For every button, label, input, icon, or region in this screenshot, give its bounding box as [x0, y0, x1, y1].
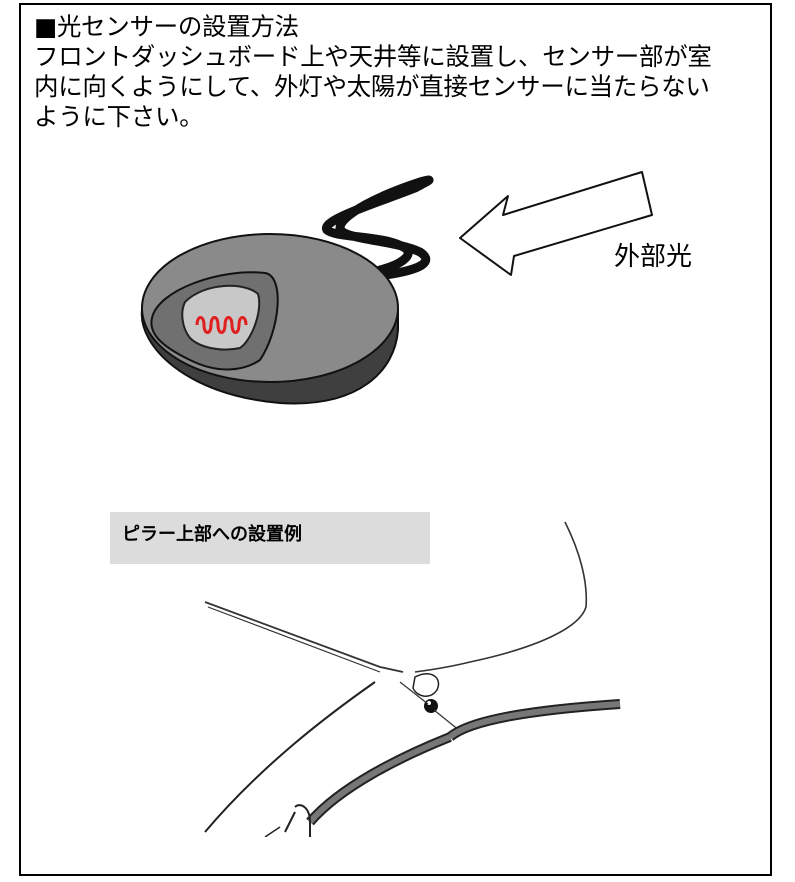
sensor-window [181, 284, 261, 351]
pillar-illustration [204, 521, 621, 837]
sensor-mount [412, 673, 440, 697]
example-caption: ピラー上部への設置例 [122, 524, 302, 545]
section-heading: ■光センサーの設置方法 [34, 12, 299, 41]
windshield-edge [414, 521, 588, 673]
light-sensor-illustration [140, 171, 653, 405]
example-caption-box [110, 512, 430, 564]
sensor-cable [322, 175, 434, 280]
external-light-arrow-icon [459, 171, 653, 276]
roof-edge [204, 601, 404, 673]
a-pillar [204, 681, 376, 833]
windshield-seal [446, 699, 621, 742]
installation-instructions: ■光センサーの設置方法 フロントダッシュボード上や天井等に設置し、センサー部が室… [34, 12, 769, 132]
external-light-label: 外部光 [614, 242, 693, 272]
sensor-element-icon [195, 316, 248, 334]
page-frame [19, 3, 772, 876]
installation-example: ピラー上部への設置例 [110, 512, 630, 837]
instruction-line-1: フロントダッシュボード上や天井等に設置し、センサー部が室 [34, 42, 712, 71]
instruction-line-3: ように下さい。 [34, 102, 204, 131]
instruction-line-2: 内に向くようにして、外灯や太陽が直接センサーに当たらない [34, 72, 710, 101]
